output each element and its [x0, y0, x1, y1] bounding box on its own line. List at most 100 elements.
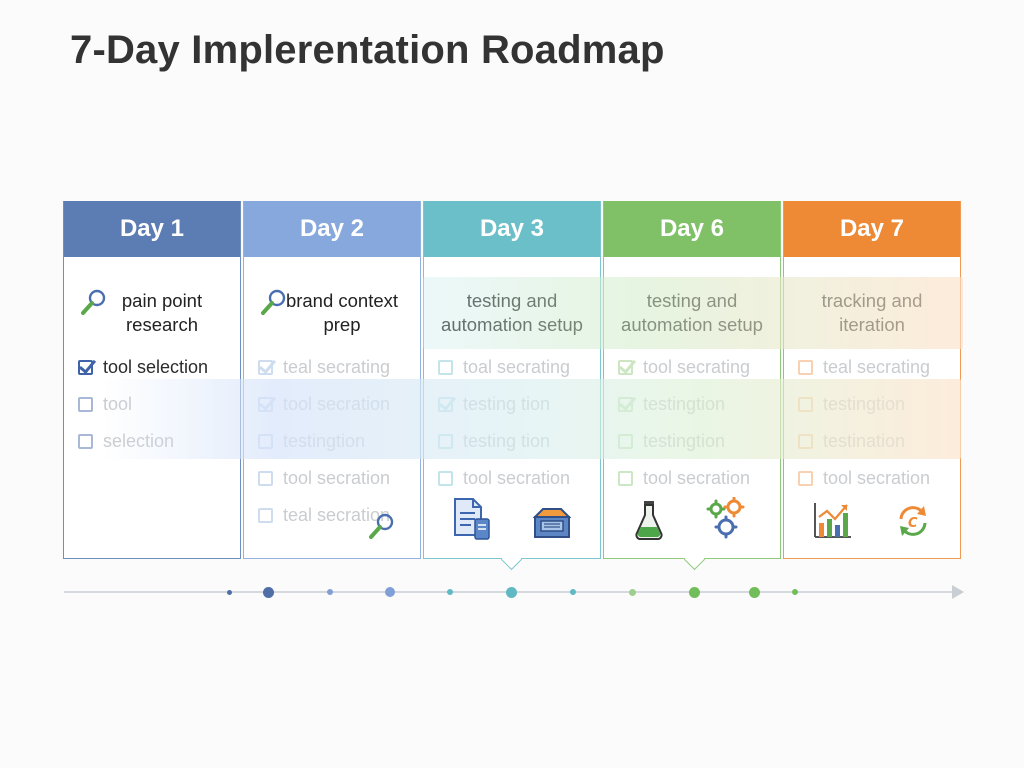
checked-checkbox[interactable]: [438, 397, 453, 412]
task-label: testingtion: [643, 431, 726, 451]
column-icons: [424, 497, 600, 546]
checkbox[interactable]: [78, 434, 93, 449]
day-header[interactable]: Day 1: [64, 201, 240, 257]
checkbox[interactable]: [258, 434, 273, 449]
magnifier-icon: [366, 511, 398, 548]
checkbox[interactable]: [438, 360, 453, 375]
task-item[interactable]: testing tion: [424, 386, 600, 423]
task-label: tool: [103, 394, 133, 414]
task-item[interactable]: testingtion: [244, 423, 420, 460]
task-item[interactable]: tool selection: [64, 349, 240, 386]
task-item[interactable]: teal secration: [244, 497, 420, 534]
checkbox[interactable]: [78, 397, 93, 412]
task-item[interactable]: tool secration: [244, 460, 420, 497]
task-label: tool secration: [643, 468, 751, 488]
checkbox[interactable]: [618, 471, 633, 486]
column-title: tracking and iteration: [784, 289, 960, 337]
timeline-dot: [688, 586, 700, 598]
column-icons: [604, 496, 780, 546]
timeline-dot: [792, 589, 798, 595]
checkbox[interactable]: [258, 508, 273, 523]
task-label: tool secration: [283, 394, 391, 414]
task-label: tool secrating: [643, 357, 751, 377]
checkbox[interactable]: [798, 360, 813, 375]
day-column-2: Day 2 brand context prep teal secrating too…: [243, 201, 421, 559]
checkbox[interactable]: [618, 434, 633, 449]
column-title-line: iteration: [839, 314, 905, 335]
day-header[interactable]: Day 2: [244, 201, 420, 257]
task-label: testing tion: [463, 394, 551, 414]
task-item[interactable]: selection: [64, 423, 240, 460]
checked-checkbox[interactable]: [618, 360, 633, 375]
checked-checkbox[interactable]: [258, 360, 273, 375]
cycle-icon: C: [893, 501, 933, 546]
task-item[interactable]: testingtion: [784, 386, 960, 423]
task-list: tool selection tool selection: [64, 349, 240, 460]
task-item[interactable]: teal secrating: [244, 349, 420, 386]
task-item[interactable]: testination: [784, 423, 960, 460]
magnifier-icon: [78, 287, 110, 325]
task-label: testing tion: [463, 431, 551, 451]
column-title-line: prep: [323, 314, 361, 335]
column-pointer: [500, 548, 523, 571]
task-item[interactable]: tool secration: [604, 460, 780, 497]
checked-checkbox[interactable]: [78, 360, 93, 375]
day-header[interactable]: Day 7: [784, 201, 960, 257]
task-list: tool secrating testingtion testingtion tool…: [604, 349, 780, 497]
task-item[interactable]: toal secrating: [424, 349, 600, 386]
task-label: selection: [103, 431, 175, 451]
task-list: teal secrating tool secration testingtion t…: [244, 349, 420, 534]
timeline-dot: [327, 589, 333, 595]
task-item[interactable]: tool secration: [424, 460, 600, 497]
column-title-line: automation setup: [441, 314, 583, 335]
task-item[interactable]: testing tion: [424, 423, 600, 460]
column-title-line: automation setup: [621, 314, 763, 335]
task-item[interactable]: testingtion: [604, 423, 780, 460]
task-label: tool secration: [463, 468, 571, 488]
task-item[interactable]: tool secrating: [604, 349, 780, 386]
column-title-line: tracking and: [821, 290, 923, 311]
timeline-arrow-icon: [952, 585, 964, 599]
column-title: brand context prep: [244, 289, 420, 337]
timeline-dot: [505, 586, 517, 598]
task-item[interactable]: tool: [64, 386, 240, 423]
task-label: testingtion: [283, 431, 366, 451]
task-item[interactable]: tool secration: [244, 386, 420, 423]
task-item[interactable]: tool secration: [784, 460, 960, 497]
checkbox[interactable]: [798, 397, 813, 412]
checked-checkbox[interactable]: [258, 397, 273, 412]
day-column-5: Day 7 tracking and iteration teal secrating…: [783, 201, 961, 559]
task-label: testingtion: [643, 394, 726, 414]
timeline-dot: [262, 586, 274, 598]
checkbox[interactable]: [798, 471, 813, 486]
task-item[interactable]: teal secrating: [784, 349, 960, 386]
column-title-line: pain point: [121, 290, 203, 311]
day-header[interactable]: Day 6: [604, 201, 780, 257]
checked-checkbox[interactable]: [618, 397, 633, 412]
column-title-line: testing and: [646, 290, 738, 311]
column-pointer: [683, 548, 706, 571]
day-header[interactable]: Day 3: [424, 201, 600, 257]
timeline-dot: [447, 589, 453, 595]
column-title: testing and automation setup: [604, 289, 780, 337]
checkbox[interactable]: [438, 471, 453, 486]
task-list: toal secrating testing tion testing tion to…: [424, 349, 600, 497]
timeline-dot: [570, 589, 576, 595]
column-icons: C: [784, 501, 960, 546]
checkbox[interactable]: [798, 434, 813, 449]
task-label: testination: [823, 431, 906, 451]
bar-chart-icon: [811, 501, 853, 546]
checkbox[interactable]: [438, 434, 453, 449]
task-item[interactable]: testingtion: [604, 386, 780, 423]
task-label: tool selection: [103, 357, 209, 377]
checkbox[interactable]: [258, 471, 273, 486]
gears-icon: [704, 496, 750, 546]
timeline-dot: [628, 588, 636, 596]
svg-text:C: C: [908, 516, 918, 531]
task-label: tool secration: [283, 468, 391, 488]
column-title-line: brand context: [285, 290, 399, 311]
